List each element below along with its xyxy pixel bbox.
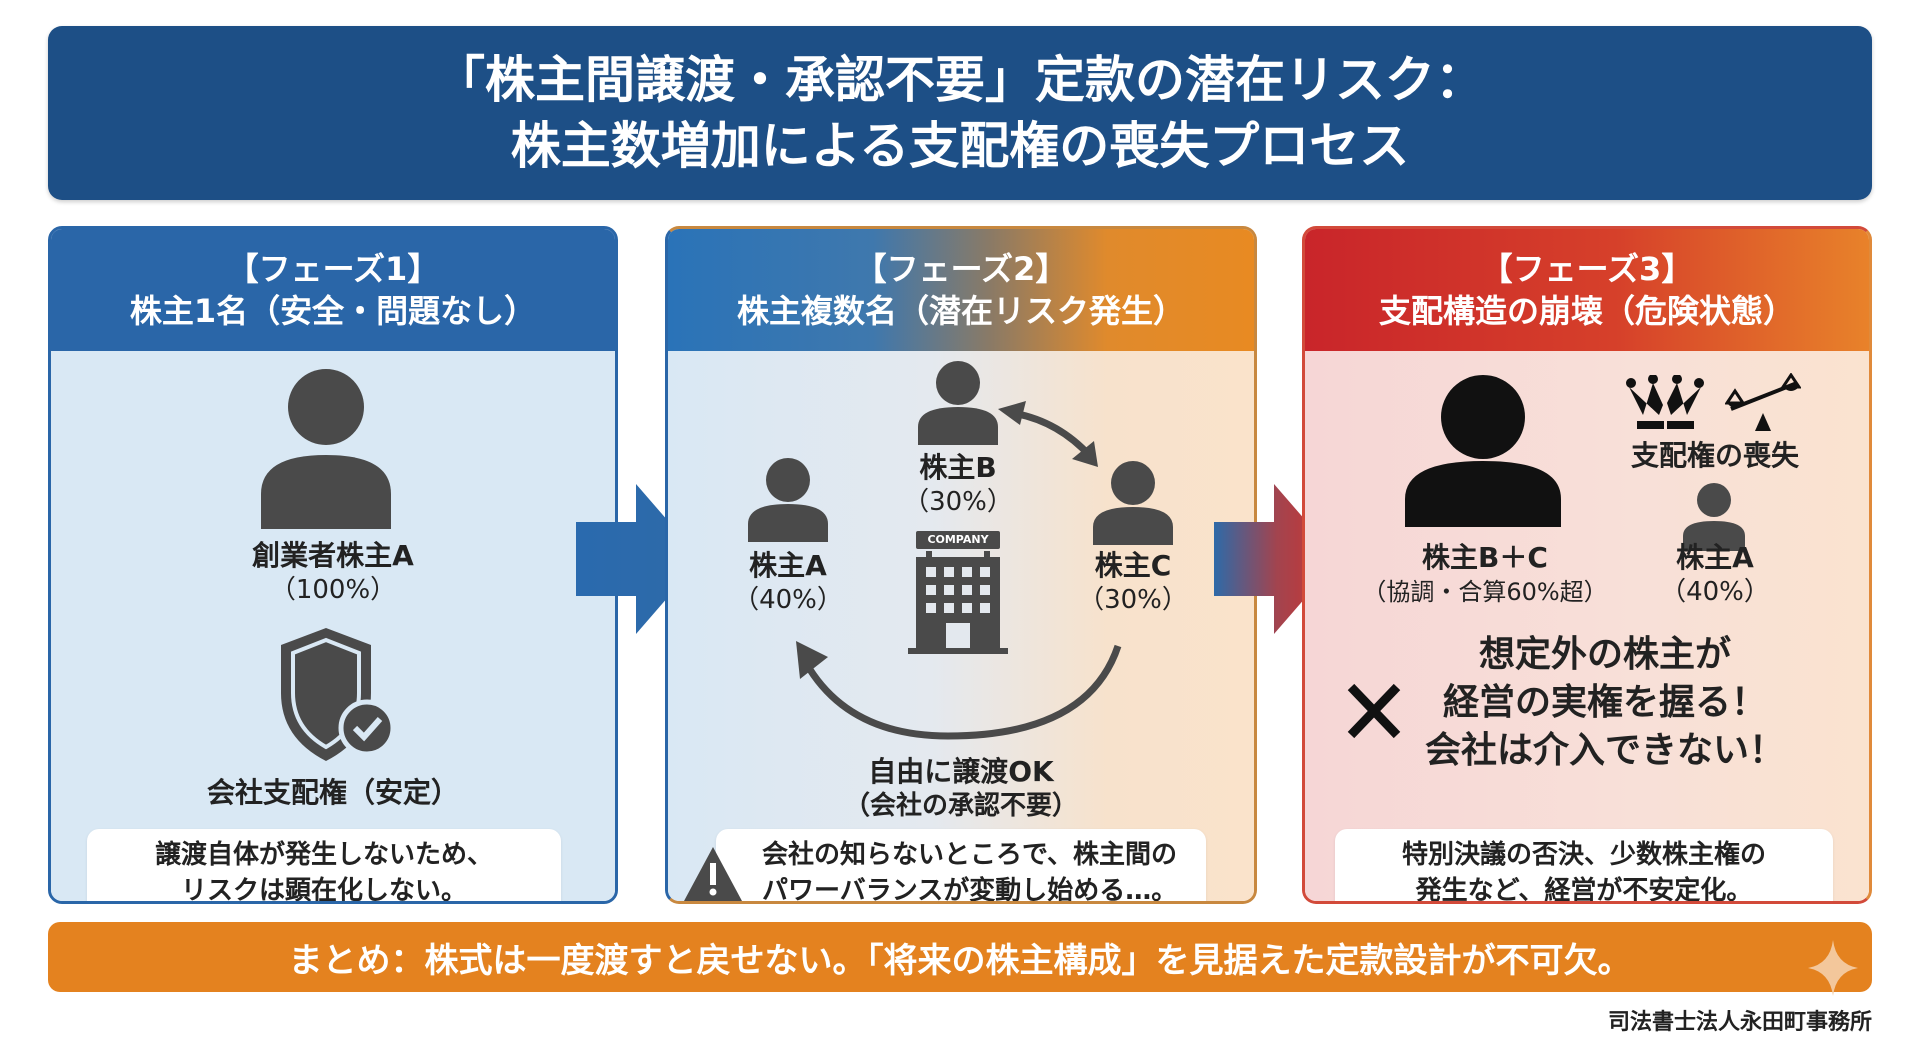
sparkle-icon (1808, 940, 1858, 996)
shareholder-share: （40%） (733, 585, 843, 615)
phase-3-header: 【フェーズ3】 支配構造の崩壊（危険状態） (1305, 229, 1869, 351)
shareholder-name: 株主B＋C (1422, 541, 1548, 574)
shareholder-share: （30%） (903, 487, 1013, 517)
title-banner: 「株主間譲渡・承認不要」定款の潜在リスク： 株主数増加による支配権の喪失プロセス (48, 26, 1872, 200)
note-line: パワーバランスが変動し始める…。 (762, 876, 1178, 904)
phase-3-tag: 【フェーズ3】 (1480, 250, 1694, 288)
broken-crown-icon (1626, 375, 1704, 429)
note-line: 会社の知らないところで、株主間の (762, 840, 1177, 870)
phase-1-header: 【フェーズ1】 株主1名（安全・問題なし） (51, 229, 615, 351)
person-icon (1093, 461, 1173, 545)
title-line-1: 「株主間譲渡・承認不要」定款の潜在リスク： (435, 51, 1485, 109)
phase-3-heading: 支配構造の崩壊（危険状態） (1378, 292, 1795, 330)
company-building-icon: COMPANY (908, 531, 1008, 656)
summary-text: まとめ：株式は一度渡すと戻せない。「将来の株主構成」を見据えた定款設計が不可欠。 (288, 940, 1632, 981)
phase-1-panel: 【フェーズ1】 株主1名（安全・問題なし） 創業者株主A （100%） 会社支配… (48, 226, 618, 904)
arrow-right-icon (576, 484, 701, 634)
shareholder-name: 創業者株主A (252, 539, 414, 572)
shareholder-name: 株主A (749, 549, 827, 582)
phase-3-note: 特別決議の否決、少数株主権の 発生など、経営が不安定化。 (1335, 829, 1833, 904)
warning-line: 経営の実権を握る！ (1442, 682, 1767, 723)
person-icon (918, 361, 998, 445)
shareholder-a-label: 株主A （40%） (688, 549, 888, 617)
shareholder-share: （40%） (1660, 577, 1770, 607)
unbalanced-scale-icon (1725, 373, 1801, 431)
transfer-label: 自由に譲渡OK （会社の承認不要） (668, 755, 1254, 823)
company-sign: COMPANY (916, 531, 1000, 549)
minority-person-icon (1683, 483, 1745, 551)
phase-1-note: 譲渡自体が発生しないため、 リスクは顕在化しない。 (87, 829, 561, 904)
exchange-arrow-icon (998, 401, 1098, 467)
phase-3-panel: 【フェーズ3】 支配構造の崩壊（危険状態） 株主B＋C （協調・合算60%超） … (1302, 226, 1872, 904)
cross-icon (1347, 683, 1401, 739)
warning-line: 想定外の株主が (1478, 634, 1731, 675)
control-loss-label: 支配権の喪失 (1630, 439, 1799, 472)
minority-label: 株主A （40%） (1615, 541, 1815, 609)
transfer-arrow-icon (796, 641, 1122, 740)
majority-label: 株主B＋C （協調・合算60%超） (1345, 541, 1625, 609)
phase-3-body: 株主B＋C （協調・合算60%超） 支配権の喪失 株主A （40%） (1305, 351, 1869, 901)
phase-2-header: 【フェーズ2】 株主複数名（潜在リスク発生） (668, 229, 1254, 351)
note-line: 譲渡自体が発生しないため、 (154, 840, 493, 870)
shareholder-name: 株主A (1676, 541, 1754, 574)
person-icon (261, 369, 391, 529)
arrow-right-icon (1214, 484, 1339, 634)
phase-2-heading: 株主複数名（潜在リスク発生） (736, 292, 1185, 330)
phase-2-body: 株主B （30%） 株主A （40%） 株主C （30%） COMPANY (668, 351, 1254, 901)
phase-2-panel: 【フェーズ2】 株主複数名（潜在リスク発生） 株主B （30%） 株主A （40… (665, 226, 1257, 904)
firm-name: 司法書士法人永田町事務所 (1607, 1010, 1872, 1035)
shareholder-c-label: 株主C （30%） (1033, 549, 1233, 617)
phase-1-heading: 株主1名（安全・問題なし） (129, 292, 537, 330)
phase-2-tag: 【フェーズ2】 (854, 250, 1068, 288)
phase-1-body: 創業者株主A （100%） 会社支配権（安定） 譲渡自体が発生しないため、 リス… (51, 351, 615, 901)
transfer-sub-text: （会社の承認不要） (843, 791, 1078, 821)
shareholder-name: 株主C (1094, 549, 1172, 582)
note-line: 特別決議の否決、少数株主権の (1401, 840, 1766, 870)
control-status-label: 会社支配権（安定） (206, 776, 459, 809)
transfer-ok-text: 自由に譲渡OK (868, 755, 1054, 788)
shield-check-icon (281, 628, 396, 761)
person-icon (748, 458, 828, 542)
shareholder-b-label: 株主B （30%） (858, 451, 1058, 519)
phase-1-tag: 【フェーズ1】 (226, 250, 440, 288)
warning-line: 会社は介入できない！ (1424, 730, 1785, 771)
shareholder-share: （100%） (269, 575, 397, 605)
title-line-2: 株主数増加による支配権の喪失プロセス (510, 117, 1410, 175)
warning-icon (684, 847, 742, 901)
majority-person-icon (1405, 375, 1561, 527)
shareholder-a-label: 創業者株主A （100%） (51, 539, 615, 607)
shareholder-share: （30%） (1078, 585, 1188, 615)
warning-message: 想定外の株主が 経営の実権を握る！ 会社は介入できない！ (1365, 631, 1845, 775)
phase-2-note: 会社の知らないところで、株主間の パワーバランスが変動し始める…。 (716, 829, 1206, 904)
note-line: リスクは顕在化しない。 (180, 876, 467, 904)
shareholder-name: 株主B (919, 451, 997, 484)
shareholder-share: （協調・合算60%超） (1362, 578, 1608, 606)
summary-bar: まとめ：株式は一度渡すと戻せない。「将来の株主構成」を見据えた定款設計が不可欠。 (48, 922, 1872, 992)
note-line: 発生など、経営が不安定化。 (1415, 876, 1753, 904)
